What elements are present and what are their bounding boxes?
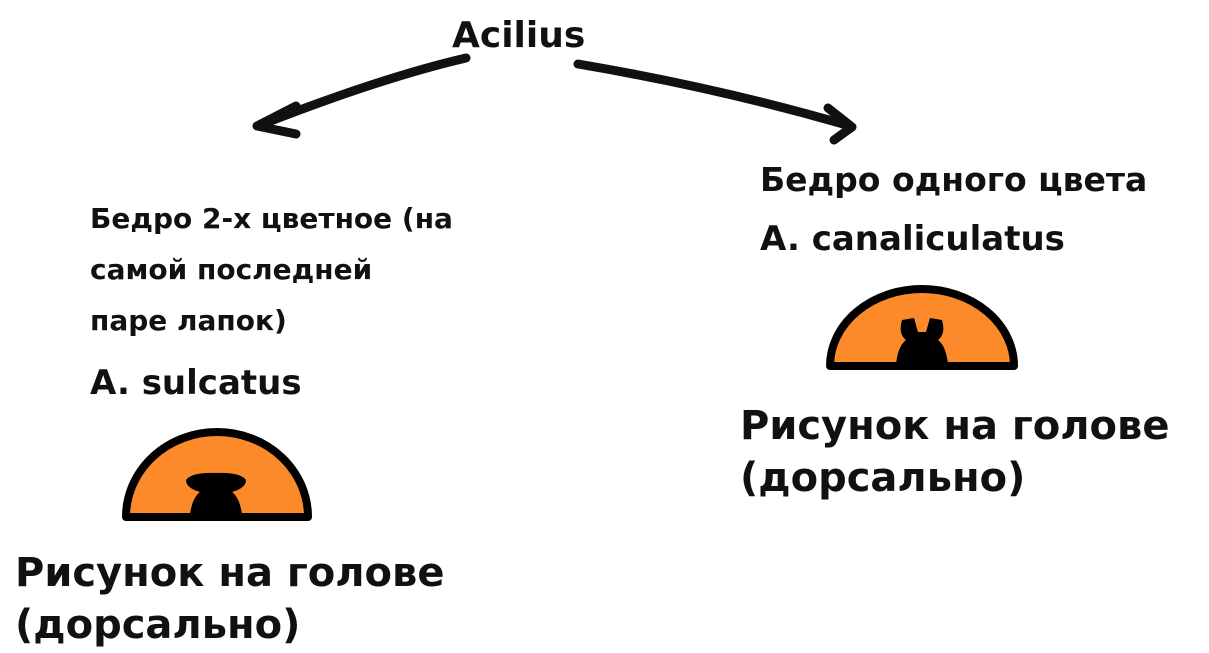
right-caption-line: (дорсально) [740,455,1026,501]
left-caption-line: (дорсально) [15,602,301,648]
arrow-right-head [823,103,857,145]
right-branch-description: Бедро одного цвета [760,160,1148,199]
right-caption-line: Рисунок на голове [740,403,1170,449]
arrow-right-shaft [573,59,855,131]
head-marking-left [186,472,246,515]
right-species-name: A. canaliculatus [760,219,1065,259]
left-branch-description: Бедро 2-х цветное (на самой последней па… [90,193,550,346]
head-outline-right [826,285,1018,370]
left-caption-line: Рисунок на голове [15,550,445,596]
left-pattern-caption: Рисунок на голове (дорсально) [15,547,444,651]
arrow-left [252,53,471,139]
arrow-left-shaft [253,53,471,131]
arrow-right [573,59,857,145]
head-pattern-canaliculatus [826,285,1018,370]
left-description-line: самой последней [90,253,373,286]
right-pattern-caption: Рисунок на голове (дорсально) [740,400,1169,504]
head-marking-right [896,318,948,364]
root-label: Acilius [452,15,586,56]
head-pattern-sulcatus [122,428,312,521]
arrow-left-head [252,101,301,139]
left-description-line: паре лапок) [90,304,287,337]
left-description-line: Бедро 2-х цветное (на [90,202,453,235]
left-species-name: A. sulcatus [90,363,302,403]
